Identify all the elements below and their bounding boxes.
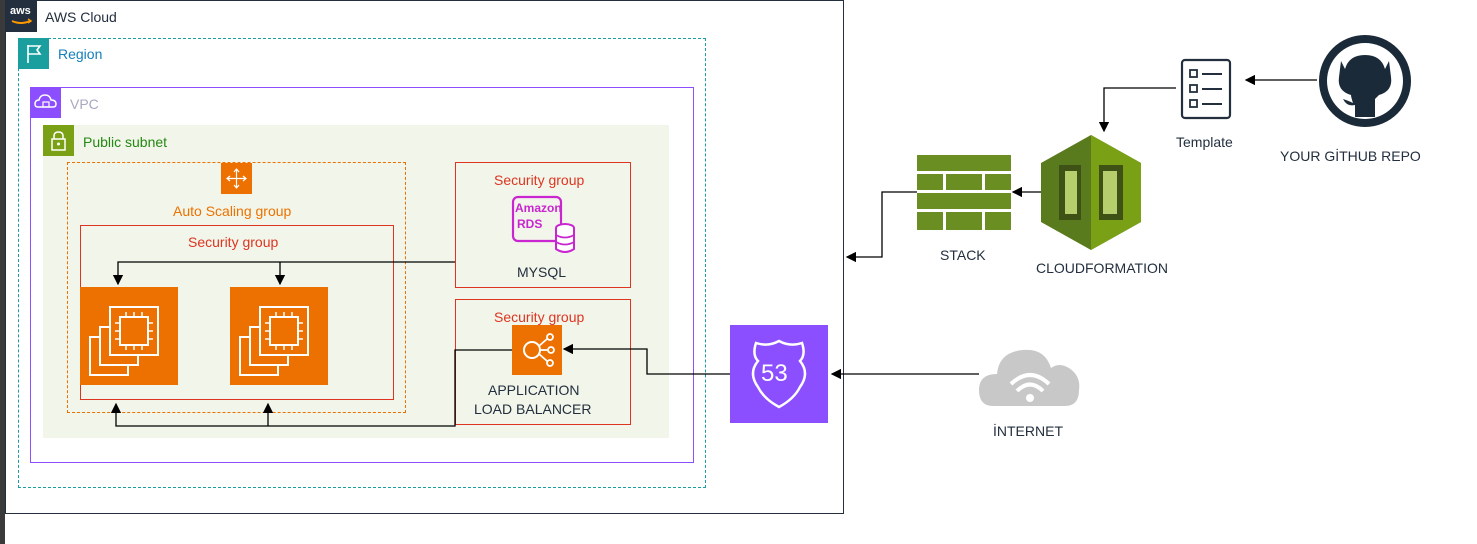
internet-label: İNTERNET (993, 423, 1063, 439)
rds-mysql-label: MYSQL (517, 264, 567, 280)
lock-icon (43, 125, 74, 156)
vpc-group (30, 87, 694, 463)
github-label: YOUR GİTHUB REPO (1280, 148, 1421, 164)
route53-icon[interactable]: 53 (730, 325, 828, 423)
github-icon[interactable] (1317, 33, 1413, 129)
rds-security-group (455, 162, 631, 288)
vpc-cloud-icon (30, 87, 61, 118)
vpc-label: VPC (70, 96, 99, 112)
load-balancer-icon[interactable] (512, 325, 562, 375)
aws-logo-text: aws (10, 5, 31, 17)
public-subnet-label: Public subnet (83, 134, 168, 150)
region-group (18, 38, 706, 488)
stack-firewall-icon[interactable] (917, 155, 1011, 230)
template-document-icon[interactable] (1180, 58, 1232, 120)
rds-security-group-label: Security group (494, 172, 585, 188)
edge-template-to-cloudformation (1098, 87, 1176, 133)
auto-scaling-label: Auto Scaling group (173, 203, 292, 219)
ec2-instance-2[interactable] (230, 287, 328, 385)
rds-badge-line2: RDS (517, 217, 543, 231)
ec2-instance-1[interactable] (80, 287, 178, 385)
edge-stack-to-aws (845, 191, 917, 263)
ec2-security-group-label: Security group (188, 234, 279, 250)
auto-scaling-group (67, 162, 406, 413)
rds-badge-line1: Amazon (515, 201, 562, 215)
flag-icon (18, 38, 49, 69)
edge-route53-to-alb (562, 343, 730, 375)
edge-alb-to-ec2 (110, 349, 512, 427)
aws-cloud-label: AWS Cloud (45, 9, 117, 25)
alb-label-line2: LOAD BALANCER (474, 401, 592, 417)
public-subnet-group (43, 125, 669, 438)
amazon-rds-icon[interactable]: Amazon RDS (511, 195, 577, 257)
cloudformation-icon[interactable] (1041, 135, 1141, 250)
cloudformation-label: CLOUDFORMATION (1036, 260, 1168, 276)
ec2-chip-icon (89, 306, 159, 376)
alb-security-group-label: Security group (494, 309, 585, 325)
auto-scaling-icon (221, 163, 252, 194)
template-label: Template (1176, 134, 1233, 150)
region-label: Region (58, 46, 103, 62)
internet-cloud-icon[interactable] (979, 340, 1081, 410)
ec2-chip-icon (239, 306, 309, 376)
route53-badge: 53 (761, 360, 788, 387)
edge-rds-to-ec2 (112, 261, 455, 286)
aws-logo-icon: aws (5, 0, 37, 32)
alb-label-line1: APPLICATION (488, 382, 580, 398)
stack-label: STACK (940, 247, 986, 263)
